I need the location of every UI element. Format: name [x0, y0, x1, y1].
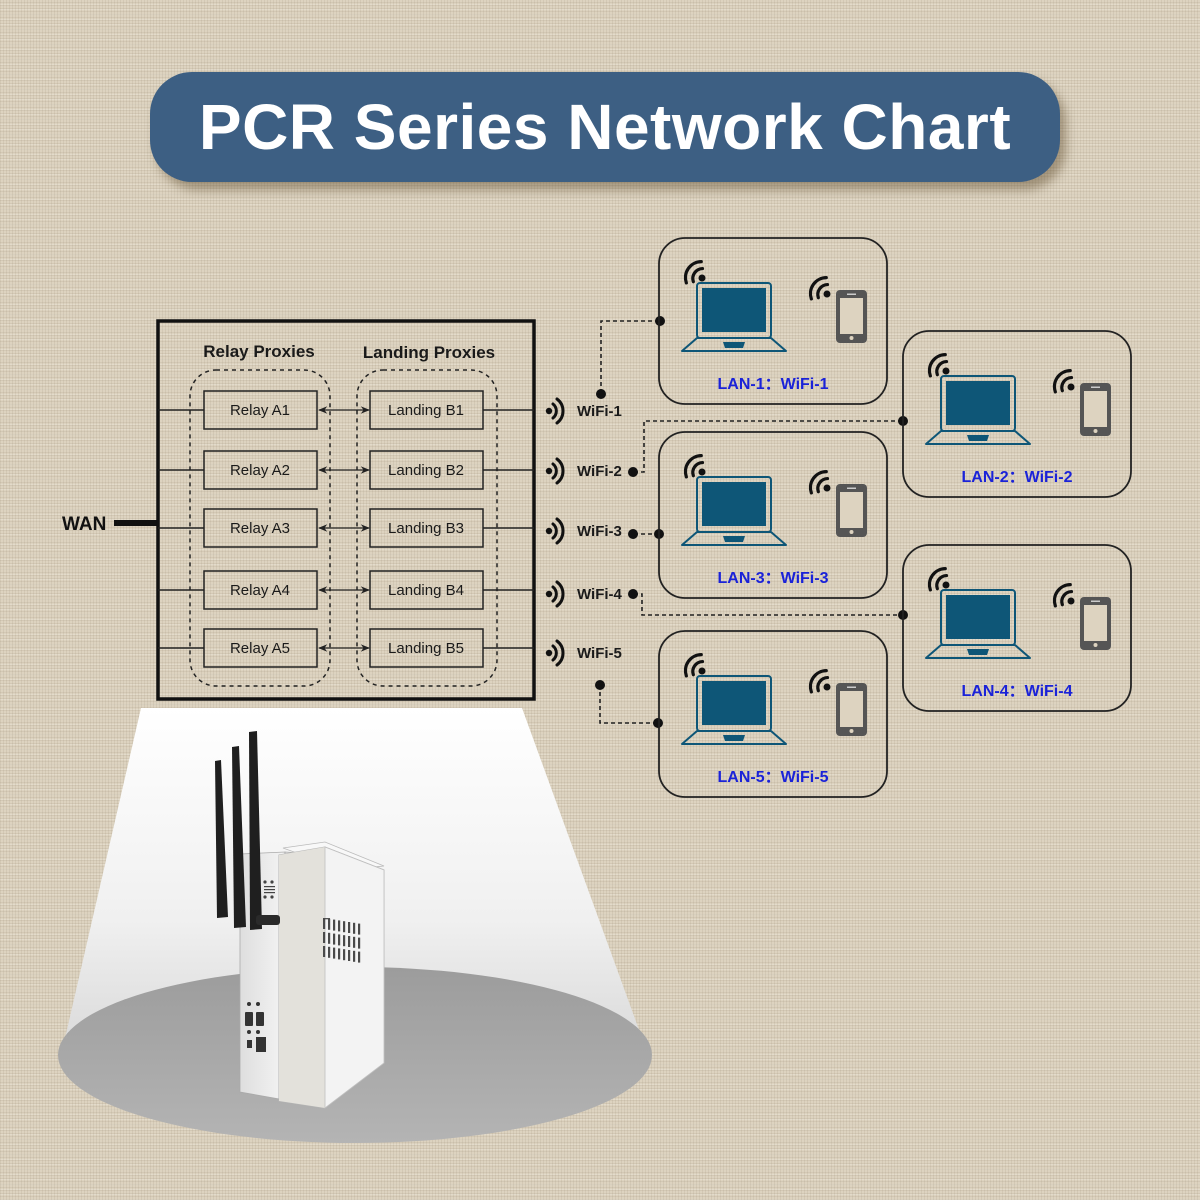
node-dot: [595, 680, 605, 690]
antenna-icon: [232, 746, 246, 928]
laptop-icon: [925, 589, 1031, 659]
relay-box[interactable]: [203, 508, 318, 548]
landing-label: Landing B5: [388, 640, 464, 657]
lan-box-4: LAN-4：WiFi-4: [902, 544, 1132, 712]
wireless-signal-icon: [679, 450, 708, 479]
wireless-signal-icon: [679, 649, 708, 678]
relay-label: Relay A2: [230, 462, 290, 479]
lan-box-2: LAN-2：WiFi-2: [902, 330, 1132, 498]
wifi-output-4: WiFi-4: [544, 580, 623, 608]
wireless-signal-icon: [679, 256, 708, 285]
laptop-icon: [681, 675, 787, 745]
wifi-output-5: WiFi-5: [544, 639, 622, 667]
wifi-signal-icon: [544, 517, 565, 545]
product-photo: [58, 708, 652, 1143]
lan-outline: [658, 630, 888, 798]
antenna-icon: [249, 731, 262, 930]
relay-proxies-heading: Relay Proxies: [203, 342, 315, 361]
lan-label: LAN-1：WiFi-1: [718, 376, 829, 393]
wifi-signal-icon: [544, 580, 565, 608]
smartphone-icon: [836, 484, 867, 537]
relay-box[interactable]: [203, 450, 318, 490]
relay-label: Relay A5: [230, 640, 290, 657]
smartphone-icon: [1080, 597, 1111, 650]
lan-label: LAN-2：WiFi-2: [962, 469, 1073, 486]
landing-label: Landing B3: [388, 520, 464, 537]
landing-label: Landing B2: [388, 462, 464, 479]
node-dot: [628, 467, 638, 477]
proxy-row: Relay A5 Landing B5: [158, 628, 534, 668]
laptop-icon: [681, 282, 787, 352]
relay-group-outline: [189, 369, 331, 687]
wifi-output-label: WiFi-2: [577, 463, 622, 480]
proxy-row: Relay A2 Landing B2: [158, 450, 534, 490]
vent-grill: [324, 918, 330, 920]
relay-box[interactable]: [203, 628, 318, 668]
node-dot: [655, 316, 665, 326]
wireless-signal-icon: [923, 563, 952, 592]
proxy-row: Relay A4 Landing B4: [158, 570, 534, 610]
wifi-output-label: WiFi-3: [577, 523, 622, 540]
wifi-output-label: WiFi-1: [577, 403, 622, 420]
wifi-output-1: WiFi-1: [544, 397, 622, 425]
lan-box-3: LAN-3：WiFi-3: [658, 431, 888, 599]
page-title: PCR Series Network Chart: [198, 91, 1012, 163]
node-dot: [628, 529, 638, 539]
wireless-signal-icon: [1048, 365, 1077, 394]
node-dot: [628, 589, 638, 599]
lan-label: LAN-4：WiFi-4: [962, 683, 1073, 700]
wifi-output-label: WiFi-4: [577, 586, 623, 603]
lan-label: LAN-5：WiFi-5: [718, 769, 829, 786]
wireless-signal-icon: [1048, 579, 1077, 608]
lan-outline: [902, 544, 1132, 712]
relay-box[interactable]: [203, 570, 318, 610]
router-device: [215, 731, 385, 1109]
relay-box[interactable]: [203, 390, 318, 430]
lan-box-1: LAN-1：WiFi-1: [658, 237, 888, 405]
landing-proxies-heading: Landing Proxies: [363, 343, 495, 362]
node-dot: [653, 718, 663, 728]
lan-label: LAN-3：WiFi-3: [718, 570, 829, 587]
antenna-icon: [215, 760, 228, 918]
relay-label: Relay A4: [230, 582, 290, 599]
lan-box-5: LAN-5：WiFi-5: [658, 630, 888, 798]
wireless-signal-icon: [804, 466, 833, 495]
connector-wifi-2: [634, 420, 903, 473]
smartphone-icon: [836, 290, 867, 343]
relay-label: Relay A3: [230, 520, 290, 537]
device-ports: [245, 1002, 266, 1052]
node-dot: [596, 389, 606, 399]
smartphone-icon: [1080, 383, 1111, 436]
proxy-row: Relay A1 Landing B1: [158, 390, 534, 430]
antennas: [215, 731, 280, 930]
title-banner: PCR Series Network Chart: [150, 72, 1060, 182]
connector-wifi-5: [599, 685, 658, 724]
wireless-signal-icon: [804, 272, 833, 301]
lan-outline: [658, 431, 888, 599]
landing-label: Landing B4: [388, 582, 464, 599]
laptop-icon: [681, 476, 787, 546]
landing-group-outline: [356, 369, 498, 687]
wifi-signal-icon: [544, 457, 565, 485]
relay-label: Relay A1: [230, 402, 290, 419]
wireless-signal-icon: [923, 349, 952, 378]
wifi-signal-icon: [544, 639, 565, 667]
laptop-icon: [925, 375, 1031, 445]
wan-label: WAN: [62, 514, 106, 535]
wifi-signal-icon: [544, 397, 565, 425]
wifi-output-label: WiFi-5: [577, 645, 622, 662]
wifi-output-3: WiFi-3: [544, 517, 622, 545]
lan-outline: [658, 237, 888, 405]
lan-outline: [902, 330, 1132, 498]
smartphone-icon: [836, 683, 867, 736]
device-enclosure: [156, 319, 536, 701]
connector-wifi-1: [600, 320, 660, 393]
wireless-signal-icon: [804, 665, 833, 694]
wifi-output-2: WiFi-2: [544, 457, 622, 485]
proxy-row: Relay A3 Landing B3: [158, 508, 534, 548]
landing-label: Landing B1: [388, 402, 464, 419]
